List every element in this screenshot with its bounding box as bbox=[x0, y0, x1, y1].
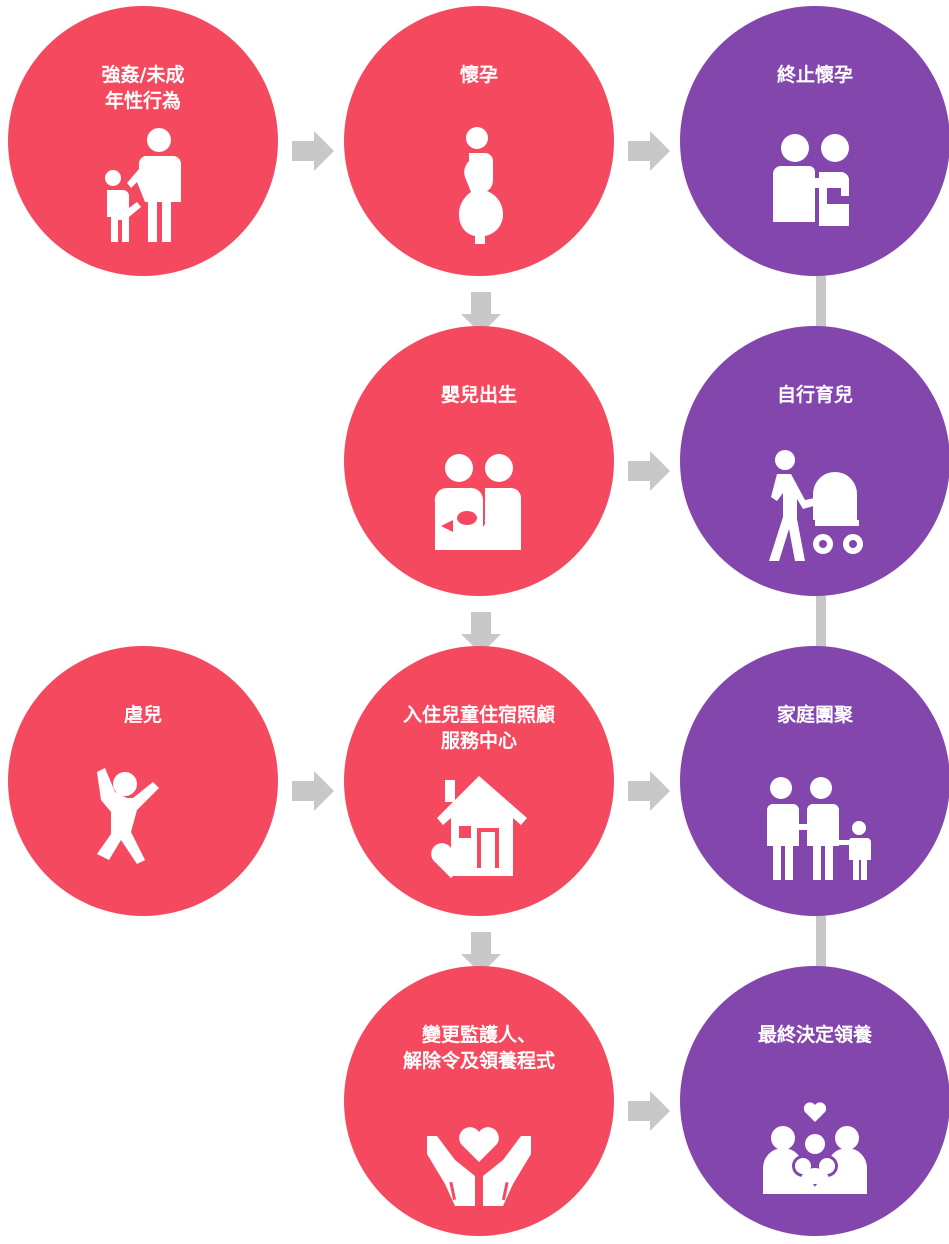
node-label-guardian: 變更監護人、 解除令及領養程式 bbox=[402, 1024, 555, 1072]
node-label-self-care: 自行育兒 bbox=[776, 384, 853, 406]
hands-holding-heart-icon bbox=[419, 1106, 539, 1226]
node-adoption: 最終決定領養 bbox=[680, 966, 949, 1236]
node-label-adoption: 最終決定領養 bbox=[757, 1024, 872, 1046]
family-with-heart-icon bbox=[755, 1086, 875, 1206]
arrow-residential-to-guardian bbox=[459, 932, 503, 976]
node-rape: 強姦/未成 年性行為 bbox=[8, 6, 278, 276]
adult-with-child-icon bbox=[83, 126, 203, 246]
node-label-reunion: 家庭團聚 bbox=[776, 704, 853, 726]
person-pushing-stroller-icon bbox=[755, 446, 875, 566]
node-termination: 終止懷孕 bbox=[680, 6, 949, 276]
arrow-abuse-to-residential bbox=[292, 769, 336, 813]
node-label-residential: 入住兒童住宿照顧 服務中心 bbox=[402, 704, 555, 752]
arrow-pregnancy-to-termination bbox=[628, 129, 672, 173]
node-residential: 入住兒童住宿照顧 服務中心 bbox=[344, 646, 614, 916]
comforting-embrace-icon bbox=[755, 126, 875, 246]
jumping-child-icon bbox=[83, 766, 203, 886]
node-label-rape: 強姦/未成 年性行為 bbox=[101, 64, 185, 112]
node-birth: 嬰兒出生 bbox=[344, 326, 614, 596]
arrow-residential-to-reunion bbox=[628, 769, 672, 813]
house-with-heart-icon bbox=[419, 766, 539, 886]
family-holding-hands-icon bbox=[755, 766, 875, 886]
node-guardian: 變更監護人、 解除令及領養程式 bbox=[344, 966, 614, 1236]
node-label-abuse: 虐兒 bbox=[123, 704, 162, 726]
arrow-birth-to-self-care bbox=[628, 449, 672, 493]
arrow-rape-to-pregnancy bbox=[292, 129, 336, 173]
node-label-termination: 終止懷孕 bbox=[776, 64, 853, 86]
node-pregnancy: 懷孕 bbox=[344, 6, 614, 276]
arrow-birth-to-residential bbox=[459, 612, 503, 656]
node-reunion: 家庭團聚 bbox=[680, 646, 949, 916]
node-label-pregnancy: 懷孕 bbox=[459, 64, 498, 86]
node-label-birth: 嬰兒出生 bbox=[440, 384, 517, 406]
arrow-pregnancy-to-birth bbox=[459, 292, 503, 336]
pregnant-woman-icon bbox=[419, 126, 539, 246]
parents-with-baby-icon bbox=[419, 446, 539, 566]
arrow-guardian-to-adoption bbox=[628, 1089, 672, 1133]
node-abuse: 虐兒 bbox=[8, 646, 278, 916]
node-self-care: 自行育兒 bbox=[680, 326, 949, 596]
